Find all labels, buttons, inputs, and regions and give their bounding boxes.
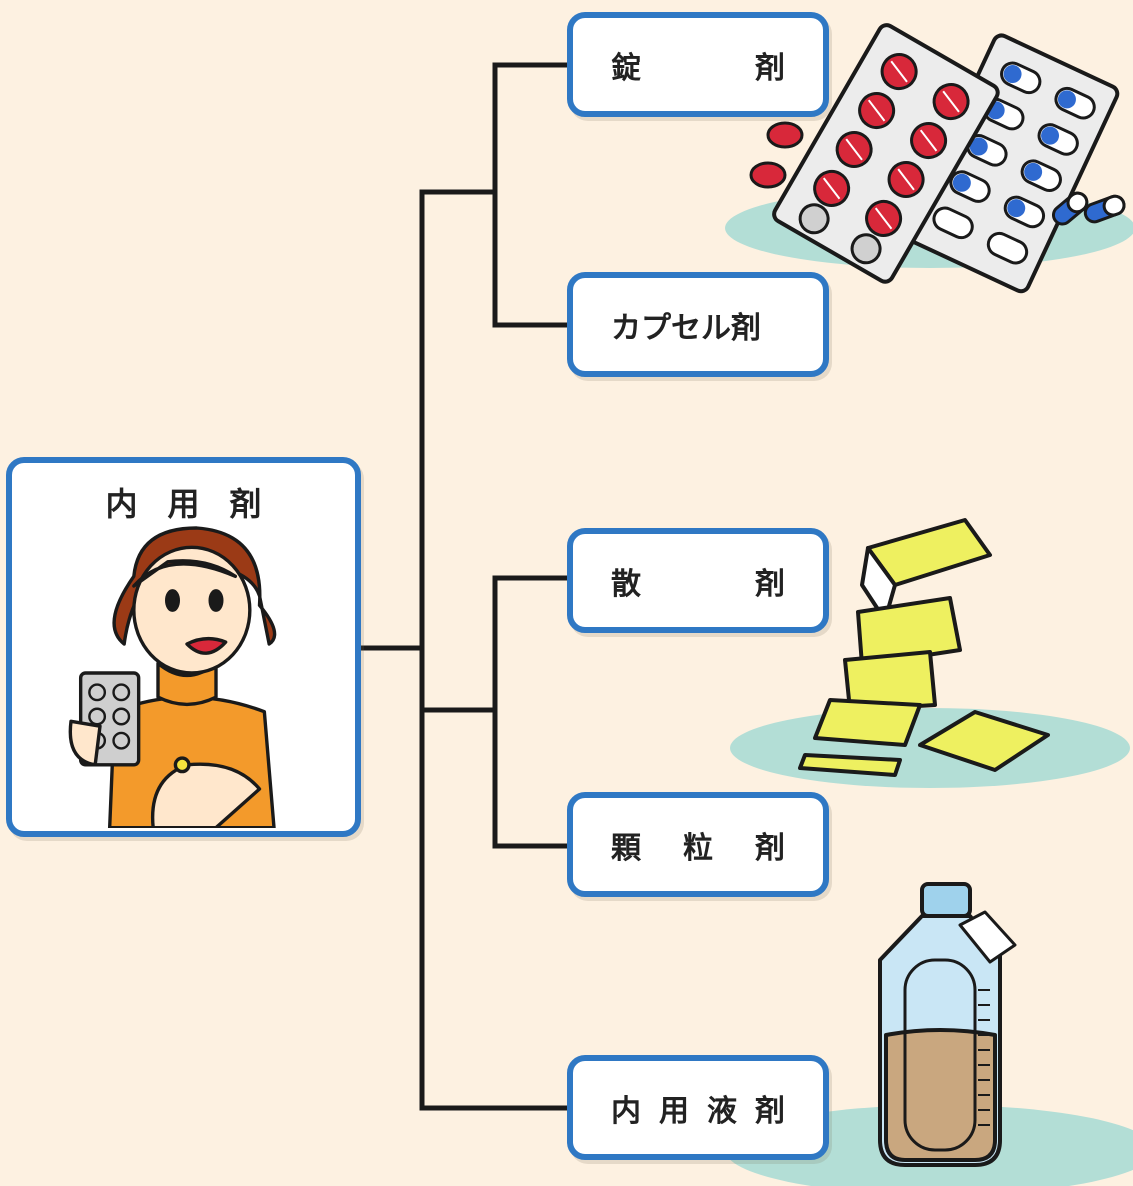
root-box: 内用剤 [6, 457, 361, 837]
category-capsule-label: カプセル剤 [611, 310, 761, 346]
category-liquid-box: 内用液剤 [567, 1055, 829, 1160]
powder-packet-icon [798, 518, 1050, 777]
blister-pack-icon [749, 23, 1126, 294]
category-powder-label-part-2: 剤 [755, 566, 785, 602]
category-granule-label-part-1: 顆 [611, 830, 641, 866]
category-liquid-label-part-2: 用 [659, 1093, 689, 1129]
category-liquid-label-part-3: 液 [707, 1093, 737, 1129]
category-liquid-label-part-1: 内 [611, 1093, 641, 1129]
category-liquid-label-part-4: 剤 [755, 1093, 785, 1129]
category-tablet-label-part-2: 剤 [755, 50, 785, 86]
connector-lines [357, 62, 571, 1111]
category-granule-label: 顆粒剤 [611, 823, 785, 867]
category-liquid-label: 内用液剤 [611, 1086, 785, 1130]
category-powder-label-part-1: 散 [611, 566, 641, 602]
woman-with-tablets-icon [68, 526, 277, 828]
category-capsule-box: カプセル剤 [567, 272, 829, 377]
connector-upper-branch [419, 62, 571, 328]
category-tablet-label-part-1: 錠 [611, 50, 641, 86]
category-powder-label: 散剤 [611, 559, 785, 603]
root-label: 内用剤 [105, 485, 292, 523]
category-powder-box: 散剤 [567, 528, 829, 633]
liquid-bottle-icon [878, 882, 1017, 1167]
category-granule-label-part-3: 剤 [755, 830, 785, 866]
connector-lower-branch [419, 575, 571, 849]
category-tablet-box: 錠剤 [567, 12, 829, 117]
category-granule-label-part-2: 粒 [683, 830, 713, 866]
category-tablet-label: 錠剤 [611, 43, 785, 87]
category-granule-box: 顆粒剤 [567, 792, 829, 897]
